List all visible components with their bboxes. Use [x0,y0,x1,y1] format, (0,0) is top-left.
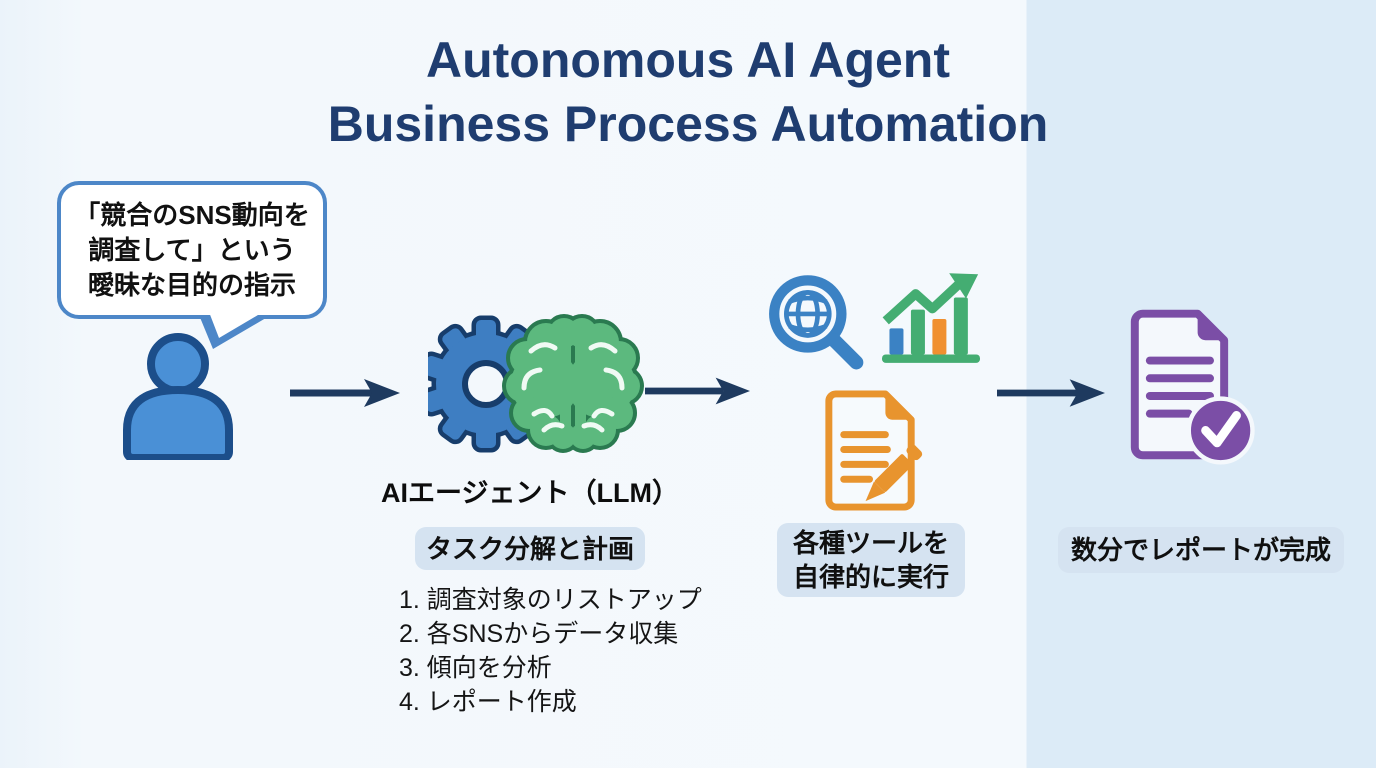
title-line-2: Business Process Automation [327,96,1049,152]
tools-badge: 各種ツールを 自律的に実行 [777,523,965,597]
arrow-right-icon [997,379,1105,407]
plan-badge: タスク分解と計画 [415,527,645,570]
document-edit-icon [825,390,923,511]
task-step: 2. 各SNSからデータ収集 [399,620,679,648]
speech-bubble: 「競合のSNS動向を 調査して」という 曖昧な目的の指示 [57,181,327,349]
tools-badge-line: 各種ツールを [792,528,949,558]
speech-bubble-line: 調査して」という [88,234,296,265]
arrow-right-icon [645,377,750,405]
tools-badge-line: 自律的に実行 [792,562,949,592]
result-badge-text: 数分でレポートが完成 [1070,535,1331,565]
page-title: Autonomous AI Agent Business Process Aut… [0,28,1376,156]
report-check-icon [1130,309,1255,465]
task-steps-list: 1. 調査対象のリストアップ 2. 各SNSからデータ収集 3. 傾向を分析 4… [399,583,702,719]
task-step: 4. レポート作成 [399,688,577,716]
task-step: 3. 傾向を分析 [399,654,552,682]
result-badge: 数分でレポートが完成 [1058,527,1344,573]
web-search-icon [769,275,864,370]
agent-label: AIエージェント（LLM） [381,478,679,508]
bar-chart-icon [882,273,980,363]
speech-bubble-line: 曖昧な目的の指示 [87,269,296,300]
gear-brain-icon [428,314,644,453]
user-icon [123,333,233,460]
plan-badge-text: タスク分解と計画 [425,533,634,564]
title-line-1: Autonomous AI Agent [426,32,950,88]
arrow-right-icon [290,379,400,407]
task-step: 1. 調査対象のリストアップ [399,586,702,614]
speech-bubble-line: 「競合のSNS動向を [74,199,310,230]
